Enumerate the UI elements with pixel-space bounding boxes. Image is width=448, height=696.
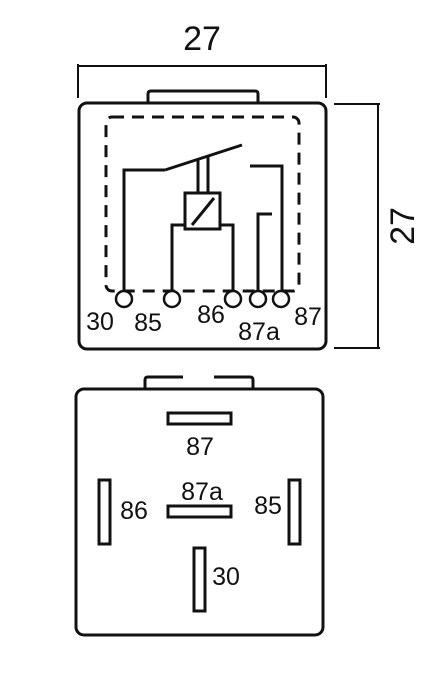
- coil-box: [183, 191, 222, 231]
- relay-body-outline: [77, 101, 328, 351]
- relay-schematic-view: 30 85 86 87a 87: [77, 89, 328, 351]
- top-mounting-tab: [146, 89, 260, 103]
- blade-label-86: 86: [120, 497, 148, 525]
- bottom-tab-right: [214, 375, 255, 389]
- switch-arm: [164, 143, 243, 172]
- width-dimension-label: 27: [183, 20, 221, 58]
- pin-label-30: 30: [86, 308, 114, 336]
- blade-label-87: 87: [186, 433, 214, 461]
- contact-wire-87a: [256, 212, 272, 292]
- blade-30: [192, 546, 207, 613]
- pinout-body-outline: [74, 387, 325, 637]
- height-dimension: 27: [334, 103, 422, 349]
- relay-pinout-view: 87 87a 86 85 30: [74, 375, 325, 637]
- blade-label-87a: 87a: [181, 478, 223, 506]
- pin-85-terminal: [162, 289, 182, 309]
- pin-87a-terminal: [248, 289, 268, 309]
- coil-wire-86: [220, 223, 235, 292]
- pin-30-terminal: [114, 289, 134, 309]
- blade-label-30: 30: [212, 563, 240, 591]
- pin-87-terminal: [271, 289, 291, 309]
- pin-86-terminal: [223, 289, 243, 309]
- blade-label-85: 85: [254, 492, 282, 520]
- width-dimension: 27: [77, 20, 327, 98]
- height-dimension-label: 27: [384, 207, 422, 245]
- pin-label-85: 85: [134, 309, 162, 337]
- blade-87a: [166, 504, 233, 519]
- pin-label-87: 87: [294, 303, 322, 331]
- contact-wire-87: [250, 164, 284, 292]
- coil-diagonal: [190, 197, 216, 226]
- blade-87: [166, 411, 233, 426]
- blade-85: [287, 478, 302, 546]
- internal-boundary-dashed: [104, 115, 301, 293]
- pin-label-86: 86: [197, 301, 225, 329]
- coil-wire-85: [170, 223, 185, 292]
- blade-86: [97, 478, 112, 546]
- pin-label-87a: 87a: [238, 318, 280, 346]
- bottom-tab-left: [143, 375, 183, 389]
- common-wire-30: [122, 168, 165, 292]
